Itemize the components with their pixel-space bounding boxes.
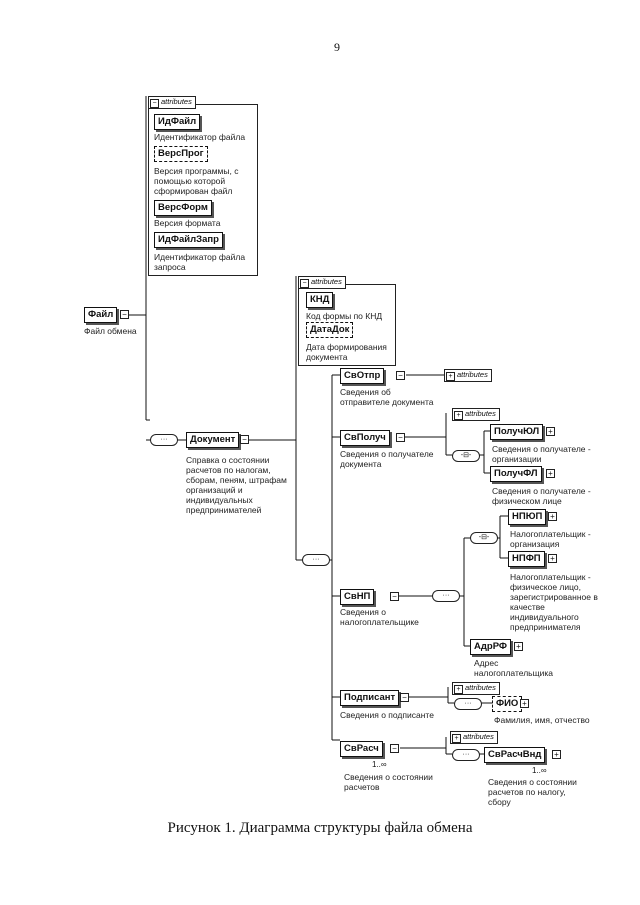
- element-description: Сведения о получателе -физическом лице: [492, 486, 591, 506]
- element-description: Сведения о получателе -организации: [492, 444, 591, 464]
- attribute-versprog[interactable]: ВерсПрог: [154, 146, 208, 162]
- element-poluch-fl[interactable]: ПолучФЛ: [490, 466, 542, 482]
- collapse-toggle-icon[interactable]: −: [390, 592, 399, 601]
- attribute-versform[interactable]: ВерсФорм: [154, 200, 212, 216]
- attributes-label: attributes: [457, 370, 488, 379]
- collapse-toggle-icon[interactable]: −: [396, 371, 405, 380]
- sequence-icon[interactable]: ···: [452, 749, 480, 761]
- attributes-header-collapsed[interactable]: +attributes: [444, 369, 492, 382]
- element-sv-rasch-vnd[interactable]: СвРасчВнд: [484, 747, 546, 763]
- attributes-header-collapsed[interactable]: +attributes: [452, 408, 500, 421]
- element-name: Файл: [88, 309, 114, 320]
- element-description: Фамилия, имя, отчество: [494, 715, 590, 725]
- element-podpisant[interactable]: Подписант: [340, 690, 400, 706]
- attributes-label: attributes: [161, 97, 192, 106]
- attribute-datadok[interactable]: ДатаДок: [306, 322, 354, 338]
- attribute-description: Код формы по КНД: [306, 311, 383, 321]
- element-sv-poluch[interactable]: СвПолуч: [340, 430, 390, 446]
- choice-icon[interactable]: -⊟-: [452, 450, 480, 462]
- expand-toggle-icon[interactable]: +: [520, 699, 529, 708]
- element-sv-otpr[interactable]: СвОтпр: [340, 368, 385, 384]
- attribute-idfile[interactable]: ИдФайл: [154, 114, 201, 130]
- collapse-toggle-icon[interactable]: −: [240, 435, 249, 444]
- expand-icon: +: [452, 734, 461, 743]
- expand-icon: +: [454, 685, 463, 694]
- attributes-header[interactable]: −attributes: [298, 276, 346, 289]
- element-sv-np[interactable]: СвНП: [340, 589, 375, 605]
- sequence-icon[interactable]: ···: [432, 590, 460, 602]
- multiplicity-label: 1..∞: [532, 766, 547, 775]
- root-element-file[interactable]: Файл: [84, 307, 118, 323]
- collapse-toggle-icon[interactable]: −: [400, 693, 409, 702]
- attributes-header[interactable]: −attributes: [148, 96, 196, 109]
- sequence-icon[interactable]: ···: [302, 554, 330, 566]
- element-document[interactable]: Документ: [186, 432, 240, 448]
- attributes-label: attributes: [465, 409, 496, 418]
- attributes-label: attributes: [465, 683, 496, 692]
- collapse-icon: −: [300, 279, 309, 288]
- expand-icon: +: [446, 372, 455, 381]
- sequence-icon[interactable]: ···: [150, 434, 178, 446]
- attributes-label: attributes: [463, 732, 494, 741]
- expand-toggle-icon[interactable]: +: [546, 469, 555, 478]
- element-np-yup[interactable]: НПЮП: [508, 509, 547, 525]
- collapse-toggle-icon[interactable]: −: [390, 744, 399, 753]
- element-adr-rf[interactable]: АдрРФ: [470, 639, 512, 655]
- figure-caption: Рисунок 1. Диаграмма структуры файла обм…: [167, 820, 473, 836]
- collapse-icon: −: [150, 99, 159, 108]
- expand-toggle-icon[interactable]: +: [548, 554, 557, 563]
- element-fio[interactable]: ФИО: [492, 696, 523, 712]
- element-np-fp[interactable]: НПФП: [508, 551, 545, 567]
- sequence-icon[interactable]: ···: [454, 698, 482, 710]
- attribute-description: Версия формата: [154, 218, 221, 228]
- expand-toggle-icon[interactable]: +: [552, 750, 561, 759]
- attributes-header-collapsed[interactable]: +attributes: [450, 731, 498, 744]
- element-description: Налогоплательщик -физическое лицо,зареги…: [510, 572, 598, 632]
- element-description: Налогоплательщик -организация: [510, 529, 591, 549]
- expand-toggle-icon[interactable]: +: [546, 427, 555, 436]
- page-number: 9: [334, 40, 340, 54]
- attribute-idfilezapr[interactable]: ИдФайлЗапр: [154, 232, 223, 248]
- collapse-toggle-icon[interactable]: −: [396, 433, 405, 442]
- root-description: Файл обмена: [84, 326, 137, 336]
- expand-icon: +: [454, 411, 463, 420]
- collapse-toggle-icon[interactable]: −: [120, 310, 129, 319]
- expand-toggle-icon[interactable]: +: [548, 512, 557, 521]
- element-description: Сведения о подписанте: [340, 710, 434, 720]
- attributes-header-collapsed[interactable]: +attributes: [452, 682, 500, 695]
- attributes-label: attributes: [311, 277, 342, 286]
- multiplicity-label: 1..∞: [372, 760, 387, 769]
- choice-icon[interactable]: -⊟-: [470, 532, 498, 544]
- element-sv-rasch[interactable]: СвРасч: [340, 741, 383, 757]
- attribute-knd[interactable]: КНД: [306, 292, 334, 308]
- expand-toggle-icon[interactable]: +: [514, 642, 523, 651]
- attribute-description: Идентификатор файла: [154, 132, 246, 142]
- element-poluch-yul[interactable]: ПолучЮЛ: [490, 424, 544, 440]
